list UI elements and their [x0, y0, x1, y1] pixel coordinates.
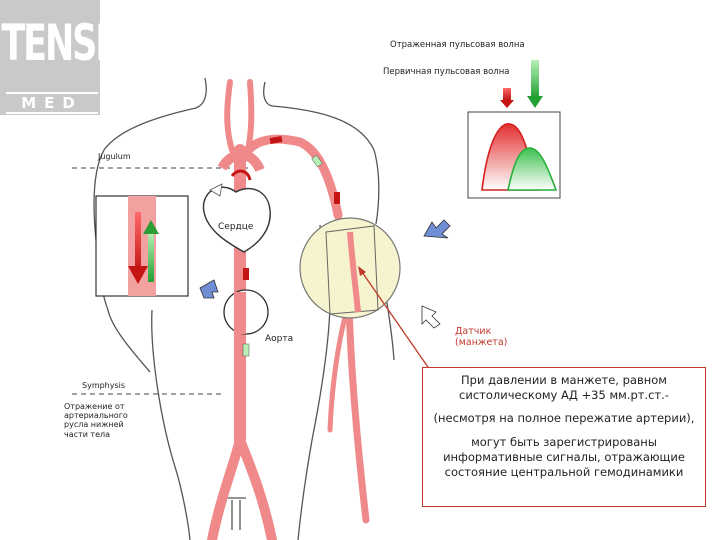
note-paragraph-2: (несмотря на полное пережатие артерии), — [433, 411, 695, 426]
sensor-pointer — [361, 271, 431, 371]
sensor-label-line2: (манжета) — [455, 337, 508, 349]
explanation-note: При давлении в манжете, равном систоличе… — [422, 367, 706, 507]
note-paragraph-1: При давлении в манжете, равном систоличе… — [459, 373, 669, 403]
heart — [202, 149, 271, 253]
logo-main-text: TENSIO — [1, 14, 100, 72]
note-paragraph-3: могут быть зарегистрированы информативны… — [443, 434, 685, 479]
heart-label: Сердце — [218, 222, 254, 232]
artery-flow-arrows — [242, 136, 340, 357]
symphysis-label: Symphysis — [82, 381, 126, 390]
cuff-sensor — [299, 217, 401, 319]
logo-sub-text: MED — [6, 92, 98, 114]
reflection-label: Отражение от артериального русла нижней … — [64, 402, 128, 439]
artery-zoom-box — [95, 195, 189, 297]
sensor-label-line1: Датчик — [455, 326, 492, 337]
sensor-label: Датчик (манжета) — [455, 326, 507, 349]
aorta-label: Аорта — [265, 334, 294, 344]
blue-direction-arrows — [199, 219, 451, 329]
reflected-wave-label: Отраженная пульсовая волна — [390, 40, 525, 50]
jugulum-label: Jugulum — [98, 152, 131, 161]
wave-arrows — [500, 60, 543, 108]
tensiomed-logo: TENSIO MED — [0, 0, 100, 115]
pulse-wave-plot — [467, 111, 561, 199]
primary-wave-label: Первичная пульсовая волна — [383, 67, 510, 77]
